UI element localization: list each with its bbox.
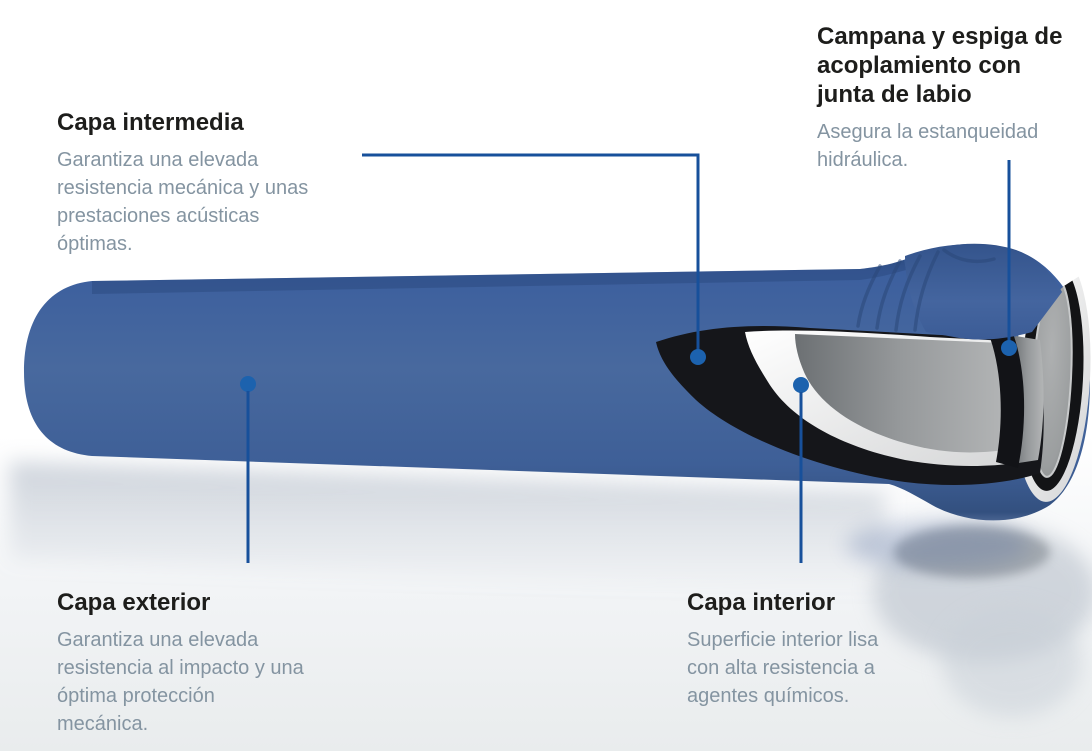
callout-body-capa-intermedia: Garantiza una elevada resistencia mecáni… [57, 149, 309, 255]
marker-dot-campana [1001, 340, 1017, 356]
lip-seal-gasket [986, 326, 1025, 468]
marker-dot-capa-exterior [240, 376, 256, 392]
callout-body-capa-exterior: Garantiza una elevada resistencia al imp… [57, 629, 304, 735]
cutaway-inner-surface [795, 334, 1008, 453]
leaders [240, 153, 1017, 563]
callout-title-campana-espiga: Campana y espiga de acoplamiento con jun… [817, 23, 1063, 108]
pipe-reflection [10, 462, 1092, 717]
pipe-top-shading [92, 260, 906, 294]
callout-capa-interior: Capa interior Superficie interior lisa c… [687, 588, 987, 710]
callout-body-capa-interior: Superficie interior lisa con alta resist… [687, 629, 879, 707]
callout-capa-exterior: Capa exterior Garantiza una elevada resi… [57, 588, 397, 738]
corrugation-grooves [856, 248, 996, 332]
leader-line-capa-intermedia [362, 153, 700, 350]
marker-dot-capa-interior [793, 377, 809, 393]
callout-campana-espiga: Campana y espiga de acoplamiento con jun… [817, 22, 1089, 174]
callout-body-campana-espiga: Asegura la estanqueidad hidráulica. [817, 121, 1039, 171]
bell-overhang [905, 244, 1062, 340]
callout-title-capa-interior: Capa interior [687, 589, 836, 616]
marker-dot-capa-intermedia [690, 349, 706, 365]
callout-capa-intermedia: Capa intermedia Garantiza una elevada re… [57, 108, 387, 258]
callout-title-capa-intermedia: Capa intermedia [57, 109, 244, 136]
callout-title-capa-exterior: Capa exterior [57, 589, 211, 616]
